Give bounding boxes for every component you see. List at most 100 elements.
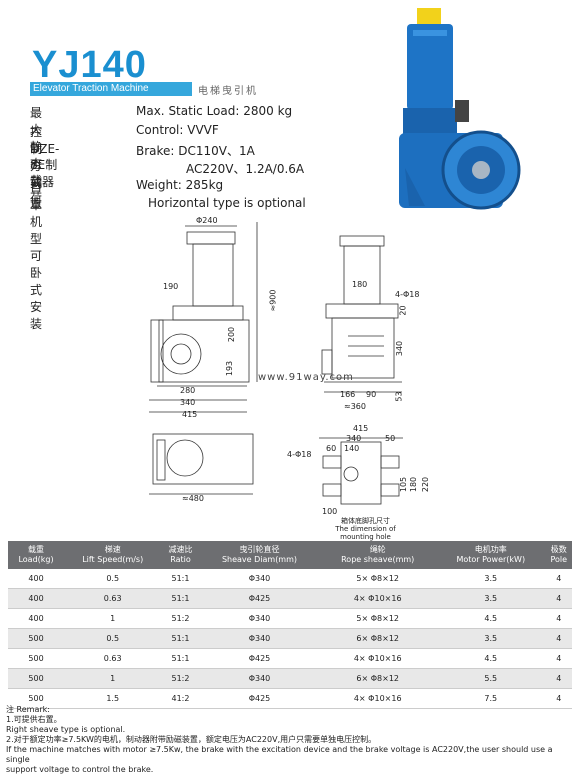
table-cell: 4.5 (436, 608, 546, 629)
table-cell: 4 (545, 668, 572, 689)
dim-side-53: 53 (394, 391, 404, 402)
watermark: www.91way.com (258, 372, 354, 383)
table-cell: 400 (8, 588, 65, 609)
dim-d240: Φ240 (196, 216, 218, 225)
spec-cn: 自 重 (30, 180, 43, 211)
table-cell: 7.5 (436, 688, 546, 709)
table-cell: 3.5 (436, 588, 546, 609)
spec-en: Horizontal type is optional (148, 196, 306, 210)
dim-w193: 193 (225, 360, 235, 377)
table-cell: 4× Φ10×16 (319, 688, 437, 709)
table-cell: 4 (545, 608, 572, 629)
table-cell: 4 (545, 569, 572, 589)
table-cell: 4× Φ10×16 (319, 588, 437, 609)
table-cell: Φ340 (199, 608, 320, 629)
table-cell: 51:2 (161, 608, 200, 629)
dim-side-90: 90 (366, 390, 377, 399)
spec-en: Control: VVVF (136, 123, 219, 137)
spec-cn: 本机型可卧式安装 (30, 198, 43, 331)
table-cell: 500 (8, 668, 65, 689)
remark-title: 注 Remark: (6, 705, 50, 714)
mounting-hole-caption: 箱体底脚孔尺寸 The dimension of mounting hole (318, 517, 413, 541)
product-logo: YJ140 (32, 44, 147, 86)
remark-line: 2.对于额定功率≥7.5KW的电机，制动器附带励磁装置，额定电压为AC220V,… (6, 735, 377, 744)
table-cell: 6× Φ8×12 (319, 668, 437, 689)
dim-hole-105: 105 (399, 476, 409, 493)
dim-h900: ≈900 (268, 289, 278, 312)
table-cell: 51:1 (161, 628, 200, 649)
remark-line: support voltage to control the brake. (6, 765, 154, 774)
subtitle-en: Elevator Traction Machine (30, 82, 192, 96)
spec-en: Max. Static Load: 2800 kg (136, 104, 293, 118)
table-cell: 0.5 (64, 628, 162, 649)
table-cell: Φ425 (199, 588, 320, 609)
dim-w480: ≈480 (182, 494, 204, 503)
motor-cap (417, 8, 441, 24)
table-cell: 500 (8, 628, 65, 649)
dim-w190: 190 (163, 282, 179, 291)
remark-line: If the machine matches with motor ≥7.5Kw… (6, 745, 553, 764)
spec-en: AC220V、1.2A/0.6A (186, 162, 305, 176)
table-cell: 4× Φ10×16 (319, 648, 437, 669)
table-cell: 0.63 (64, 588, 162, 609)
table-cell: Φ425 (199, 688, 320, 709)
table-cell: 51:2 (161, 668, 200, 689)
table-cell: 3.5 (436, 628, 546, 649)
table-cell: Φ340 (199, 668, 320, 689)
table-cell: 51:1 (161, 648, 200, 669)
spec-cn: DZE-8E制动器 (30, 142, 60, 189)
table-cell: 0.5 (64, 569, 162, 589)
side-view-drawing (321, 235, 402, 393)
dim-side-166: 166 (340, 390, 356, 399)
dim-side-20: 20 (398, 305, 408, 316)
table-cell: 500 (8, 688, 65, 709)
subtitle-cn: 电梯曳引机 (198, 86, 258, 97)
table-cell: 4 (545, 648, 572, 669)
table-cell: 1 (64, 668, 162, 689)
table-cell: 5× Φ8×12 (319, 608, 437, 629)
machine-photo (399, 8, 521, 210)
dim-side-hole: 4-Φ18 (395, 290, 420, 299)
table-cell: 6× Φ8×12 (319, 628, 437, 649)
dim-hole-220: 220 (421, 476, 431, 493)
dim-w340: 340 (180, 398, 196, 407)
table-cell: 4 (545, 688, 572, 709)
dim-side-180: 180 (352, 280, 368, 289)
dim-hole-60: 60 (326, 444, 337, 453)
dim-w200: 200 (227, 326, 237, 343)
mounting-hole-drawing (319, 437, 403, 505)
dim-hole-100: 100 (322, 507, 338, 516)
table-cell: 4 (545, 628, 572, 649)
table-cell: 5.5 (436, 668, 546, 689)
dim-hole-180: 180 (409, 476, 419, 493)
table-cell: 3.5 (436, 569, 546, 589)
table-cell: 400 (8, 608, 65, 629)
front-view-drawing (149, 222, 258, 495)
motor-body (407, 24, 453, 110)
table-cell: 51:1 (161, 588, 200, 609)
table-cell: 500 (8, 648, 65, 669)
table-cell: 4 (545, 588, 572, 609)
dim-side-360: ≈360 (344, 402, 366, 411)
table-cell: Φ425 (199, 648, 320, 669)
dim-w415: 415 (182, 410, 198, 419)
table-cell: 1 (64, 608, 162, 629)
table-cell: 1.5 (64, 688, 162, 709)
spec-en: Weight: 285kg (136, 178, 224, 192)
table-cell: 4.5 (436, 648, 546, 669)
remark-line: 1.可提供右置。 (6, 715, 62, 724)
